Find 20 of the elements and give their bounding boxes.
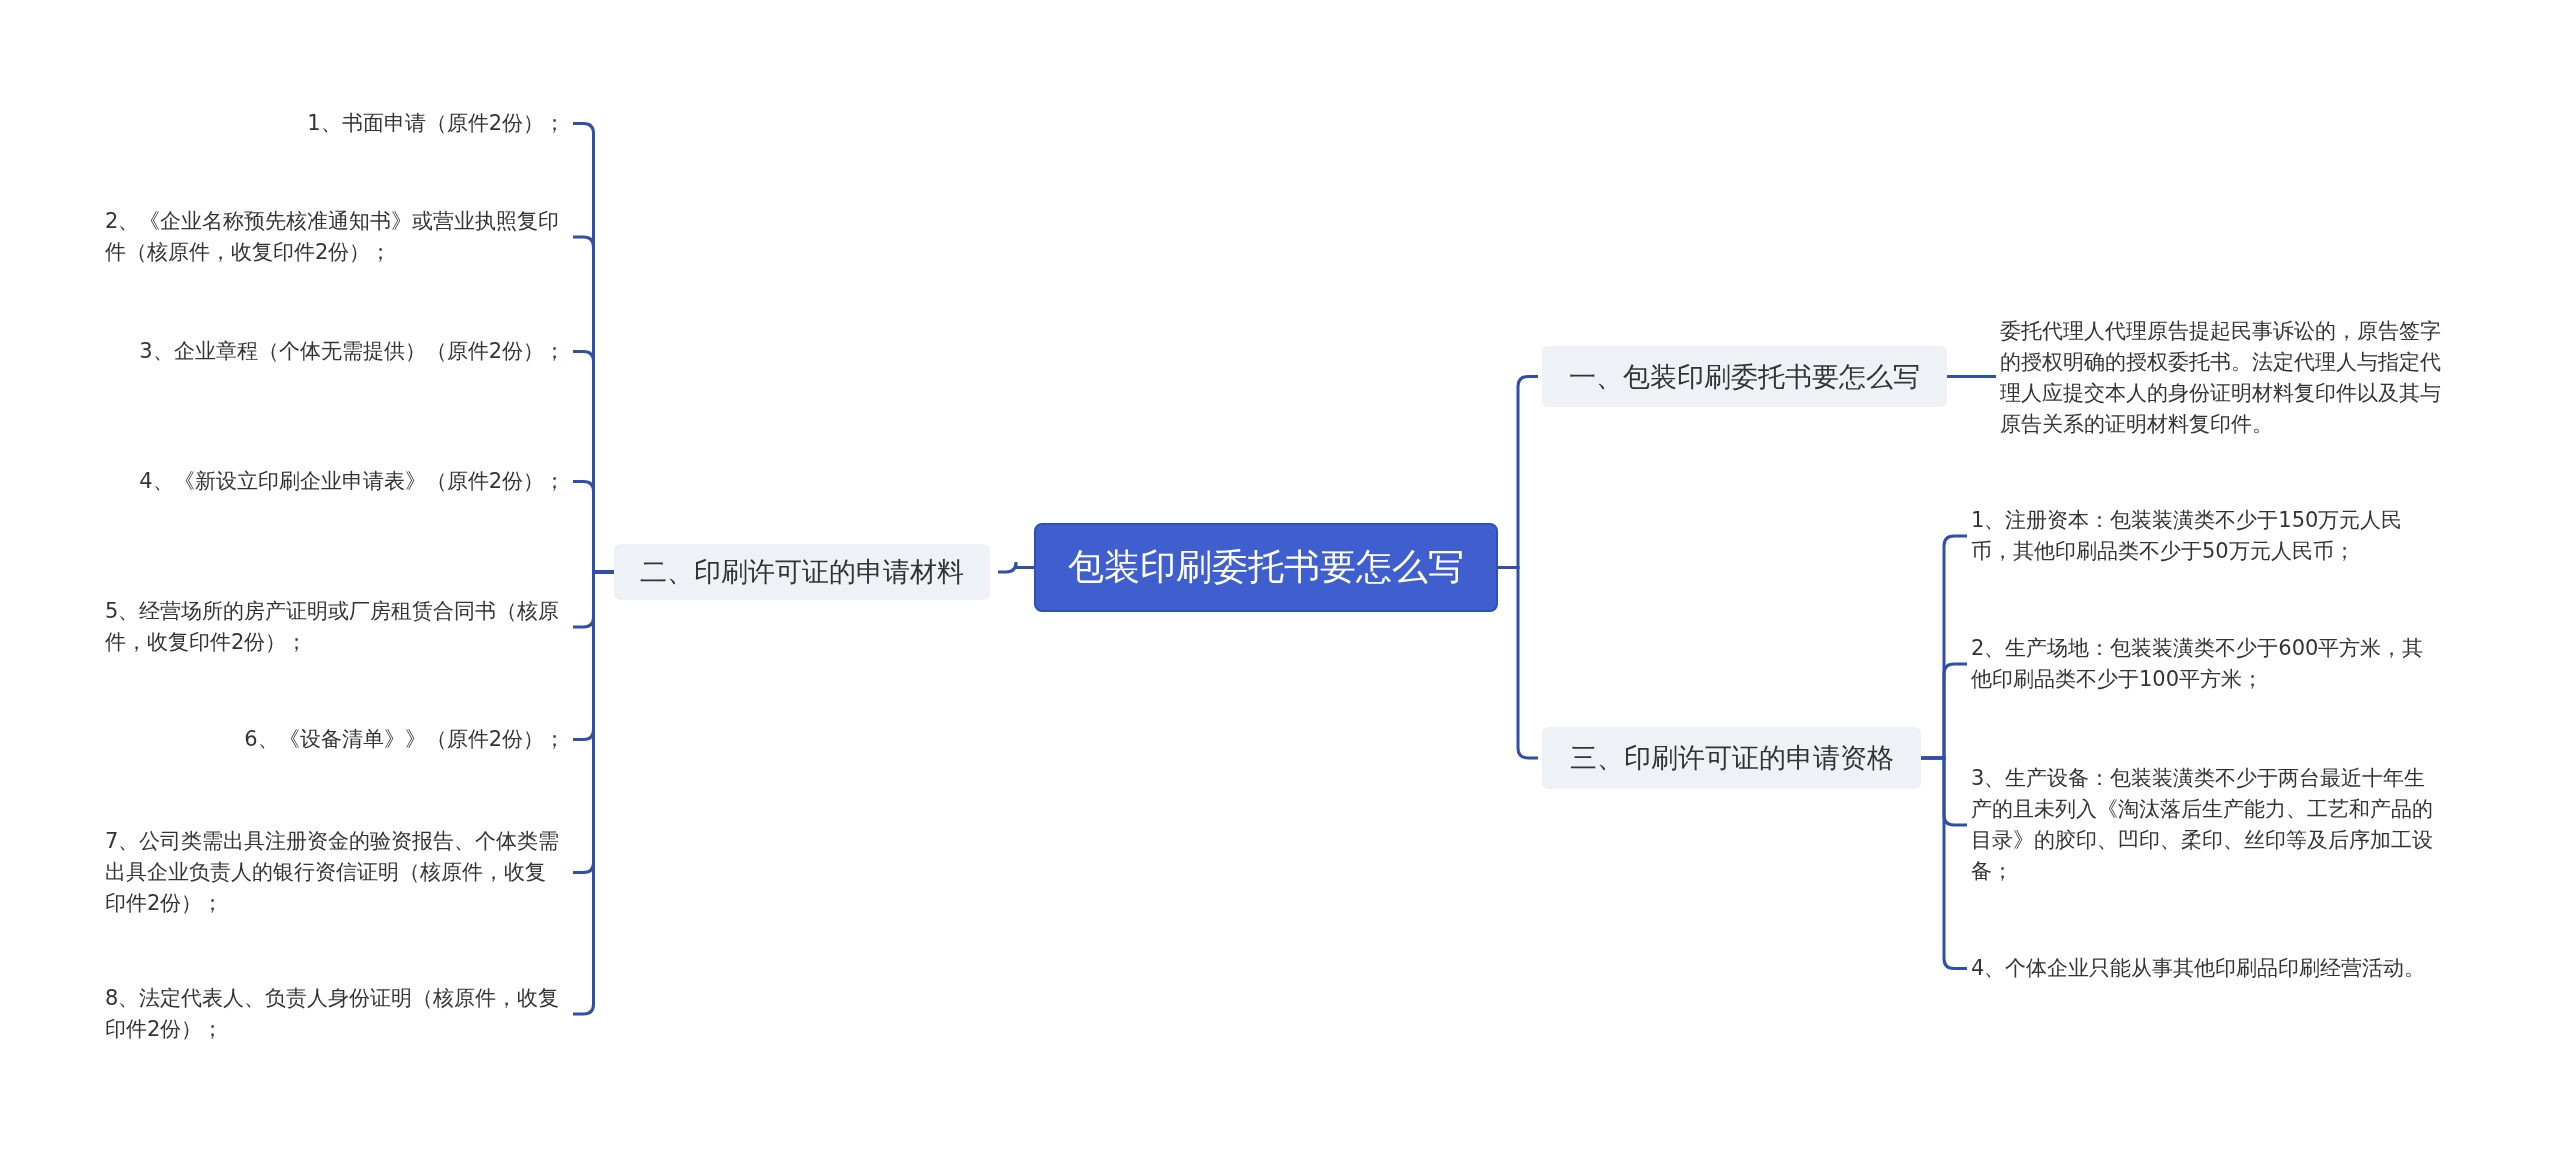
topic-box: 一、包装印刷委托书要怎么写 <box>1542 346 1947 407</box>
note-text: 3、生产设备：包装装潢类不少于两台最近十年生产的且未列入《淘汰落后生产能力、工艺和产品的目录》的胶印、凹印、柔印、丝印等及后序加工设备； <box>1971 763 2436 887</box>
topic-box: 二、印刷许可证的申请材料 <box>614 544 990 600</box>
note-text: 6、《设备清单》》（原件2份）； <box>244 724 565 755</box>
note-text: 1、注册资本：包装装潢类不少于150万元人民币，其他印刷品类不少于50万元人民币； <box>1971 505 2436 567</box>
note-text: 8、法定代表人、负责人身份证明（核原件，收复印件2份）； <box>105 983 565 1045</box>
connector <box>998 560 1034 574</box>
connector <box>1947 375 1996 378</box>
note-text: 4、《新设立印刷企业申请表》（原件2份）； <box>139 466 565 497</box>
topic-box: 三、印刷许可证的申请资格 <box>1542 727 1921 789</box>
note-text: 2、生产场地：包装装潢类不少于600平方米，其他印刷品类不少于100平方米； <box>1971 633 2436 695</box>
note-text: 委托代理人代理原告提起民事诉讼的，原告签字的授权明确的授权委托书。法定代理人与指定代理人应提交本人的身份证明材料复印件以及其与原告关系的证明材料复印件。 <box>2000 316 2460 440</box>
note-text: 2、《企业名称预先核准通知书》或营业执照复印件（核原件，收复印件2份）； <box>105 206 565 268</box>
central-topic: 包装印刷委托书要怎么写 <box>1034 523 1498 612</box>
note-text: 3、企业章程（个体无需提供）（原件2份）； <box>139 336 565 367</box>
note-text: 1、书面申请（原件2份）； <box>307 108 565 139</box>
note-text: 5、经营场所的房产证明或厂房租赁合同书（核原件，收复印件2份）； <box>105 596 565 658</box>
note-text: 4、个体企业只能从事其他印刷品印刷经营活动。 <box>1971 953 2426 984</box>
note-text: 7、公司类需出具注册资金的验资报告、个体类需出具企业负责人的银行资信证明（核原件，收复印件2份）； <box>105 826 565 919</box>
connector <box>573 570 614 1016</box>
